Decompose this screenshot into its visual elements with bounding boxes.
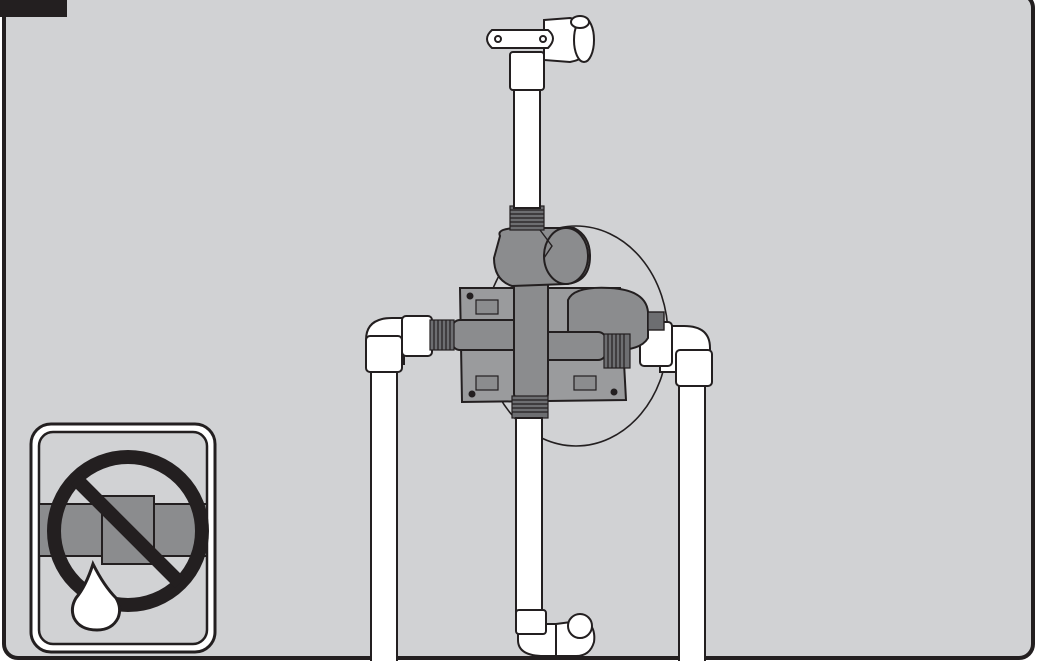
tub-drop-pipe	[515, 417, 596, 657]
cartridge-stem	[647, 311, 665, 331]
right-threaded-nipple	[603, 333, 631, 369]
upper-thread	[509, 205, 545, 231]
no-leak-prohibition-icon	[29, 422, 217, 654]
step-number-tab	[0, 0, 67, 17]
water-drop-icon	[70, 560, 122, 632]
left-supply-pipe	[365, 315, 433, 661]
prohibition-slash	[71, 474, 185, 588]
lower-thread	[511, 395, 549, 419]
shower-riser-pipe	[486, 15, 595, 209]
right-supply-pipe	[639, 321, 713, 661]
valve-cap-face	[543, 227, 589, 285]
left-threaded-nipple	[429, 319, 455, 351]
valve-body	[513, 267, 549, 399]
prohibition-circle	[47, 450, 209, 612]
